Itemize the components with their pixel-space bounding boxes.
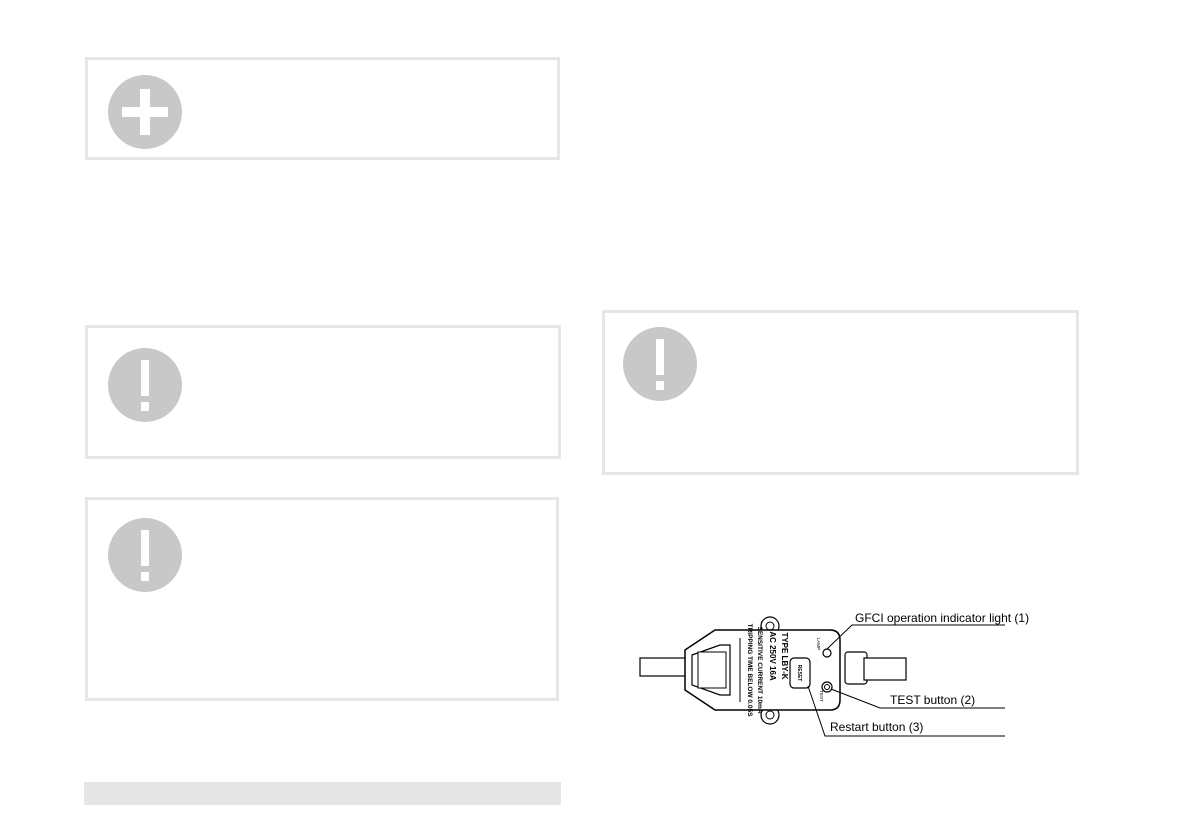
device-label-line: TRIPPING TIME BELOW 0.05S xyxy=(746,624,753,717)
gfci-diagram: TRIPPING TIME BELOW 0.05S SENSITIVE CURR… xyxy=(639,616,1005,737)
exclamation-icon xyxy=(108,518,182,592)
caution-box xyxy=(85,497,559,701)
test-label: TEST xyxy=(819,690,824,702)
note-box xyxy=(85,57,560,160)
plus-icon xyxy=(108,75,182,149)
lamp-label: LAMP xyxy=(816,638,821,650)
caution-box xyxy=(602,310,1079,475)
caution-box xyxy=(85,325,561,459)
device-label-line: SENSITIVE CURRENT 10mA xyxy=(756,626,763,713)
exclamation-icon xyxy=(108,348,182,422)
footer-bar xyxy=(84,782,561,805)
reset-label: RESET xyxy=(796,665,802,682)
device-label-line: TYPE LBY-K xyxy=(780,632,789,679)
callout-indicator-light: GFCI operation indicator light (1) xyxy=(855,611,1030,625)
exclamation-icon xyxy=(623,327,697,401)
device-label-line: AC 250V 16A xyxy=(768,631,777,681)
callout-restart-button: Restart button (3) xyxy=(830,720,924,734)
callout-test-button: TEST button (2) xyxy=(890,693,976,707)
